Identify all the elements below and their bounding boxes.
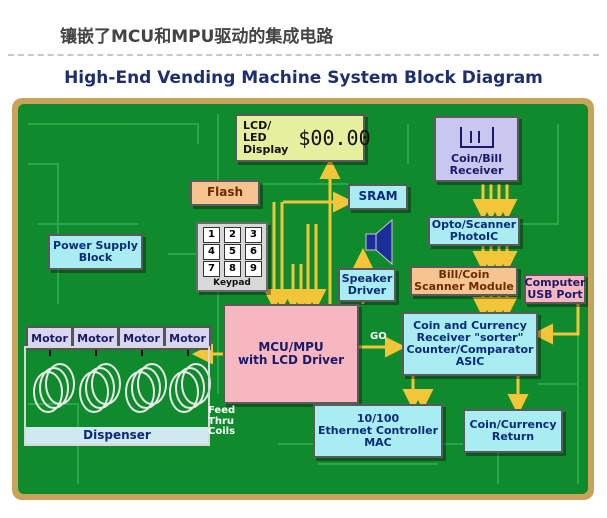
opto-scanner-block: Opto/Scanner PhotoIC [428,216,520,246]
lcd-value: $00.00 [298,126,371,150]
computer-usb-block: Computer USB Port [524,274,586,304]
dispenser-label: Dispenser [26,426,208,444]
keypad-key: 6 [245,244,262,260]
dispenser-block: Dispenser [24,346,210,446]
sram-block: SRAM [348,184,408,210]
dashed-divider [8,54,599,56]
keypad-key: 3 [245,227,262,243]
lcd-label: LCD/ LED Display [243,118,289,157]
speaker-icon [365,218,393,266]
keypad-key: 2 [224,227,241,243]
keypad-label: Keypad [213,278,251,288]
lcd-display-block: LCD/ LED Display $00.00 [235,114,371,162]
receiver-asic-block: Coin and Currency Receiver "sorter" Coun… [402,312,538,376]
power-supply-block: Power Supply Block [48,234,143,270]
keypad-key: 4 [203,244,220,260]
coin-bill-receiver-block: Coin/Bill Receiver [434,116,519,182]
keypad-key: 8 [224,261,241,277]
coin-currency-return-block: Coin/Currency Return [463,409,563,453]
circuit-board: LCD/ LED Display $00.00 Flash SRAM Keypa… [18,104,588,494]
keypad-key: 5 [224,244,241,260]
coin-bill-receiver-label: Coin/Bill Receiver [449,151,504,177]
page-heading: 镶嵌了MCU和MPU驱动的集成电路 [60,27,334,47]
board-traces [28,114,580,484]
coil-icons [33,363,211,413]
keypad-key: 7 [203,261,220,277]
speaker-driver-block: Speaker Driver [338,268,396,302]
keypad-key: 9 [245,261,262,277]
ethernet-controller-block: 10/100 Ethernet Controller MAC [313,404,443,458]
feed-thru-coils-label: Feed Thru Coils [208,405,236,437]
mcu-mpu-block: MCU/MPU with LCD Driver [223,304,359,404]
bill-coin-scanner-block: Bill/Coin Scanner Module [410,266,518,296]
flash-block: Flash [190,180,260,206]
keypad-key: 1 [203,227,220,243]
diagram-title: High-End Vending Machine System Block Di… [64,68,543,88]
go-label: GO [370,331,387,342]
receiver-slot-icon [459,126,494,148]
